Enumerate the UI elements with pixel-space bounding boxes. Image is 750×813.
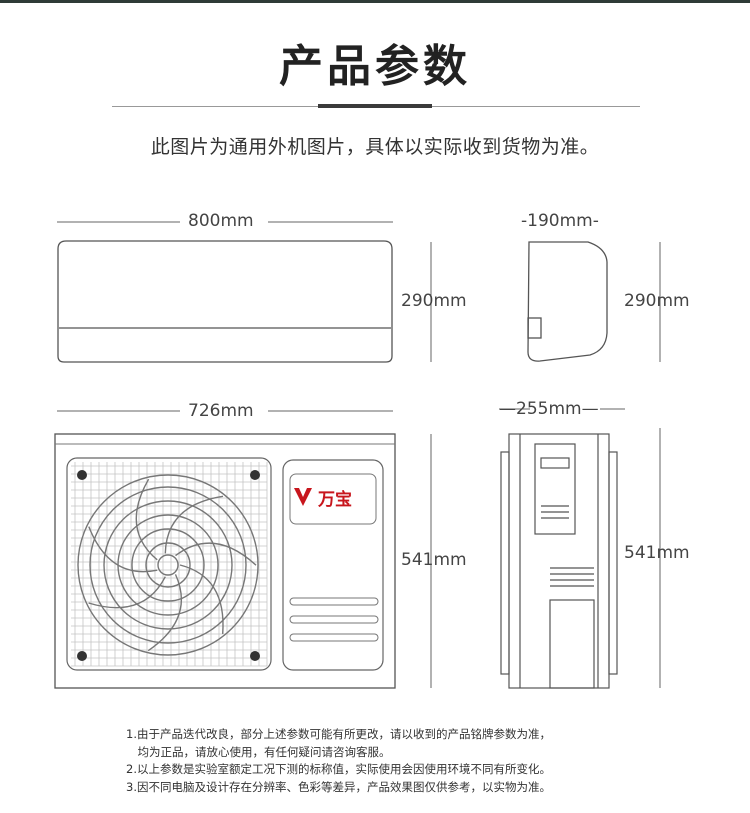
outdoor-unit-side — [499, 408, 661, 689]
indoor-height-side-label: 290mm — [624, 291, 690, 311]
outdoor-width-label: 726mm — [188, 401, 254, 421]
outdoor-depth-label: —255mm— — [499, 399, 599, 419]
indoor-width-label: 800mm — [188, 211, 254, 231]
note-line: 1.由于产品迭代改良，部分上述参数可能有所更改，请以收到的产品铭牌参数为准， — [126, 727, 551, 741]
notes-section: 1.由于产品迭代改良，部分上述参数可能有所更改，请以收到的产品铭牌参数为准， 均… — [126, 726, 686, 796]
brand-logo-icon — [294, 488, 312, 506]
page-subtitle: 此图片为通用外机图片，具体以实际收到货物为准。 — [150, 136, 600, 158]
indoor-unit-side — [527, 241, 661, 362]
note-line: 2.以上参数是实验室额定工况下测的标称值，实际使用会因使用环境不同有所变化。 — [126, 762, 551, 776]
indoor-height-front-label: 290mm — [401, 291, 467, 311]
brand-name: 万宝 — [318, 490, 352, 510]
indoor-unit-front — [57, 221, 432, 363]
top-bar — [0, 0, 750, 3]
title-accent-bar — [318, 104, 432, 108]
note-line: 均为正品，请放心使用，有任何疑问请咨询客服。 — [126, 744, 391, 759]
note-line: 3.因不同电脑及设计存在分辨率、色彩等差异，产品效果图仅供参考，以实物为准。 — [126, 779, 551, 794]
outdoor-height-front-label: 541mm — [401, 550, 467, 570]
outdoor-height-side-label: 541mm — [624, 543, 690, 563]
outdoor-unit-front — [54, 410, 432, 689]
indoor-depth-label: -190mm- — [521, 211, 599, 231]
page-title: 产品参数 — [279, 41, 471, 92]
